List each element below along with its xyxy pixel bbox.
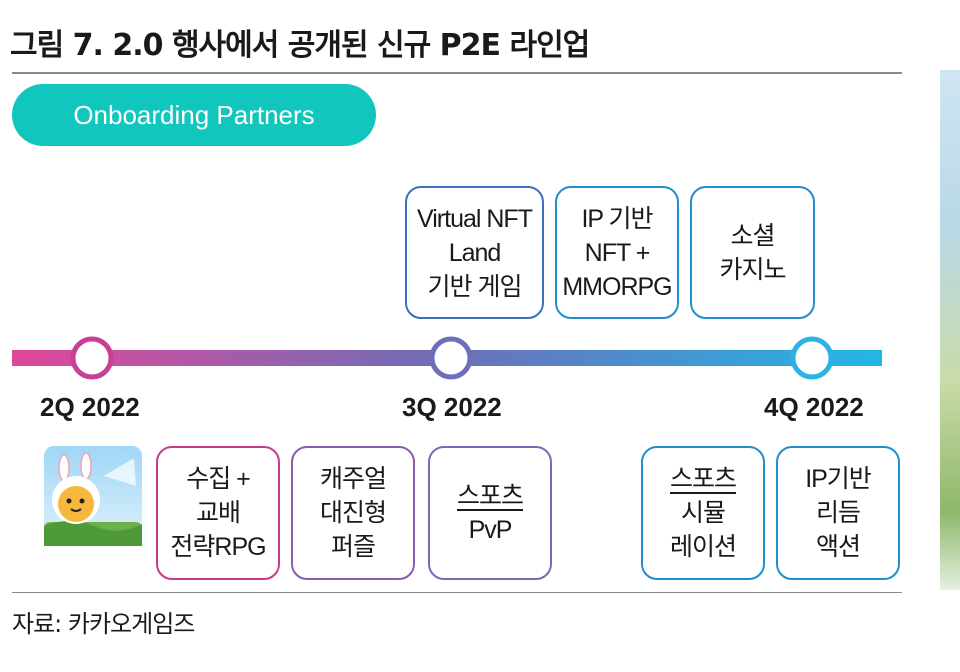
box-line: 리듬 bbox=[815, 499, 861, 527]
box-line: MMORPG bbox=[562, 272, 672, 301]
box-line: PvP bbox=[468, 516, 513, 544]
box-line: 퍼즐 bbox=[330, 533, 376, 561]
lineup-box-sports-pvp: 스포츠 PvP bbox=[428, 446, 552, 580]
box-line: 기반 게임 bbox=[427, 272, 523, 301]
lineup-box-sports-simulation: 스포츠 시뮬 레이션 bbox=[641, 446, 765, 580]
lineup-box-casual-puzzle: 캐주얼 대진형 퍼즐 bbox=[291, 446, 415, 580]
box-line: Virtual NFT bbox=[417, 204, 533, 233]
onboarding-partners-badge: Onboarding Partners bbox=[12, 84, 376, 146]
box-line: IP 기반 bbox=[581, 204, 653, 233]
box-line: Land bbox=[448, 238, 502, 267]
box-line: 액션 bbox=[815, 533, 861, 561]
lineup-box-ip-nft-mmorpg: IP 기반 NFT + MMORPG bbox=[555, 186, 679, 319]
figure-title: 그림 7. 2.0 행사에서 공개된 신규 P2E 라인업 bbox=[10, 28, 590, 63]
box-line: 전략RPG bbox=[170, 533, 266, 561]
quarter-label-4q: 4Q 2022 bbox=[764, 392, 864, 422]
lineup-box-virtual-nft-land: Virtual NFT Land 기반 게임 bbox=[405, 186, 544, 319]
timeline-node-4q bbox=[790, 336, 834, 380]
lineup-box-collect-breed-rpg: 수집 + 교배 전략RPG bbox=[156, 446, 280, 580]
timeline-node-2q bbox=[70, 336, 114, 380]
quarter-label-2q: 2Q 2022 bbox=[40, 392, 140, 422]
box-line: 스포츠 bbox=[456, 482, 524, 510]
box-line: 대진형 bbox=[319, 499, 387, 527]
box-line: 스포츠 bbox=[669, 465, 737, 493]
lineup-box-ip-rhythm-action: IP기반 리듬 액션 bbox=[776, 446, 900, 580]
title-divider bbox=[12, 72, 902, 74]
box-line: 소셜 bbox=[730, 221, 775, 250]
character-game-icon bbox=[44, 446, 142, 546]
source-note: 자료: 카카오게임즈 bbox=[12, 610, 195, 638]
quarter-label-3q: 3Q 2022 bbox=[402, 392, 502, 422]
timeline-node-3q bbox=[429, 336, 473, 380]
box-line: 수집 + bbox=[186, 465, 251, 493]
badge-label: Onboarding Partners bbox=[73, 99, 315, 130]
box-line: NFT + bbox=[584, 238, 651, 267]
source-divider bbox=[12, 592, 902, 593]
box-line: 교배 bbox=[195, 499, 241, 527]
box-line: 시뮬 bbox=[680, 499, 726, 527]
lineup-box-social-casino: 소셜 카지노 bbox=[690, 186, 815, 319]
adjacent-figure-edge bbox=[940, 70, 960, 590]
box-line: IP기반 bbox=[805, 465, 872, 493]
timeline bbox=[12, 336, 882, 380]
box-line: 레이션 bbox=[669, 533, 737, 561]
box-line: 카지노 bbox=[719, 255, 786, 284]
box-line: 캐주얼 bbox=[319, 465, 387, 493]
